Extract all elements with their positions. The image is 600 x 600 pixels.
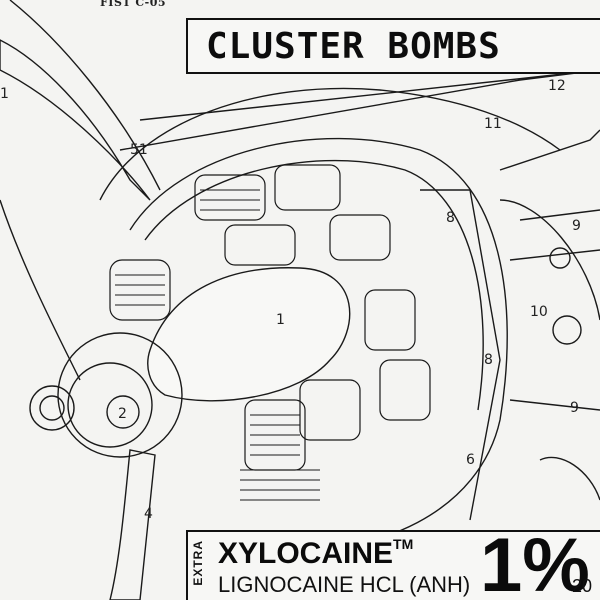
propeller-blade-lower (109, 449, 156, 600)
callout-label: 51 (130, 142, 148, 158)
callout-label: 1 (276, 312, 285, 328)
brand-name: XYLOCAINETM (218, 536, 413, 571)
callout-label: 8 (484, 352, 493, 368)
trademark: TM (393, 536, 414, 552)
callout-label: 8 (446, 210, 455, 226)
side-text: EXTRA (191, 540, 205, 586)
callout-label: 11 (484, 116, 502, 132)
propeller-hub (147, 267, 351, 402)
propeller-blade-upper (0, 39, 151, 201)
callout-label: 2 (118, 406, 127, 422)
callout-label: 6 (466, 452, 475, 468)
catalog-number: FIST C-05 (100, 0, 167, 9)
title-banner: CLUSTER BOMBS (186, 18, 600, 74)
callout-label: 1 (0, 86, 9, 102)
medication-label: EXTRA XYLOCAINETM LIGNOCAINE HCL (ANH) 1… (186, 530, 600, 600)
callout-label: 9 (572, 218, 581, 234)
brand-text: XYLOCAINE (218, 537, 394, 570)
callout-label: 4 (144, 506, 153, 522)
callout-label: 12 (548, 78, 566, 94)
strength: 1% (480, 530, 590, 600)
callout-label: 10 (530, 304, 548, 320)
generic-name: LIGNOCAINE HCL (ANH) (218, 572, 471, 597)
callout-label: 9 (570, 400, 579, 416)
page-title: CLUSTER BOMBS (206, 26, 501, 67)
strength-suffix: 20 (572, 576, 593, 596)
